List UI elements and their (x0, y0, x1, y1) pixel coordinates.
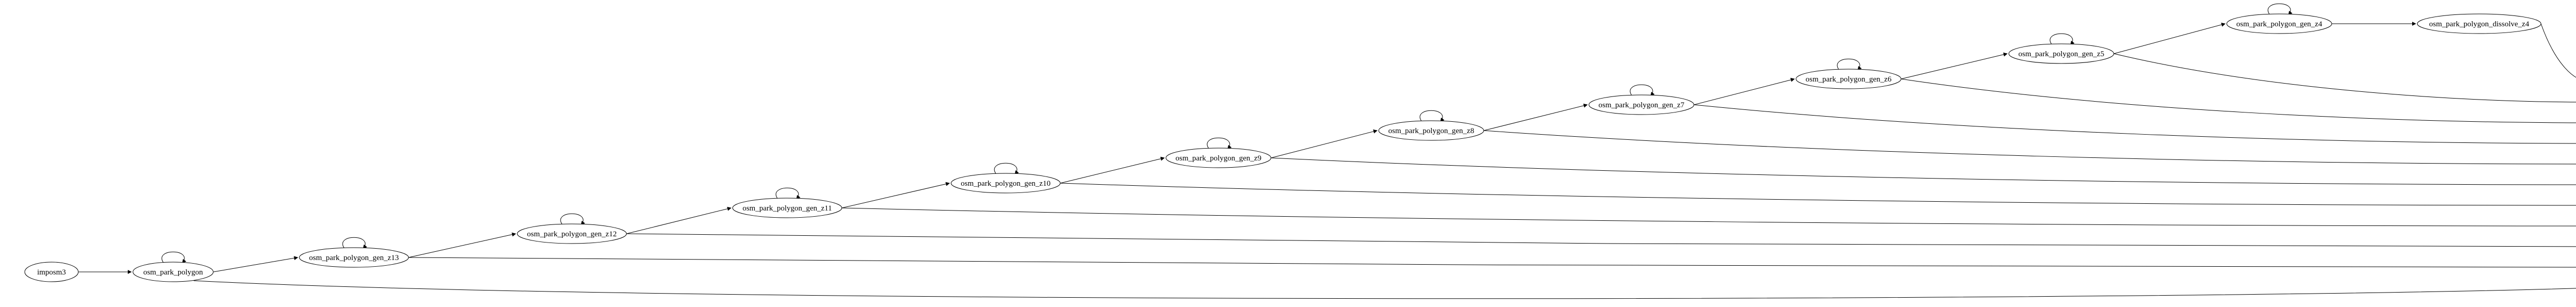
node-osm_park_polygon_gen_z7: osm_park_polygon_gen_z7 (1588, 84, 1694, 115)
edge-osm_park_polygon_gen_z12-to-osm_park_polygon_gen_z11 (626, 206, 732, 234)
node-ellipse-imposm3 (24, 262, 79, 282)
node-osm_park_polygon_gen_z12: osm_park_polygon_gen_z12 (517, 213, 627, 244)
self-loop-osm_park_polygon_gen_z9 (1207, 137, 1232, 150)
edge-osm_park_polygon-to-z14+ (193, 280, 2576, 299)
node-ellipse-osm_park_polygon_gen_z9 (1165, 148, 1272, 168)
node-label-osm_park_polygon_gen_z12: osm_park_polygon_gen_z12 (527, 230, 617, 238)
node-ellipse-osm_park_polygon_gen_z10 (951, 173, 1061, 193)
node-label-osm_park_polygon_gen_z9: osm_park_polygon_gen_z9 (1176, 154, 1262, 163)
node-label-osm_park_polygon_gen_z5: osm_park_polygon_gen_z5 (2019, 50, 2105, 58)
node-label-imposm3: imposm3 (37, 268, 66, 277)
node-label-osm_park_polygon_gen_z7: osm_park_polygon_gen_z7 (1599, 101, 1685, 109)
node-label-osm_park_polygon_gen_z8: osm_park_polygon_gen_z8 (1388, 127, 1475, 135)
edge-osm_park_polygon_gen_z6-to-z6 (1901, 78, 2576, 123)
node-label-osm_park_polygon: osm_park_polygon (143, 268, 203, 277)
self-loop-osm_park_polygon_gen_z8 (1419, 110, 1445, 122)
edge-osm_park_polygon_gen_z5-to-osm_park_polygon_gen_z4 (2113, 23, 2226, 54)
node-osm_park_polygon_gen_z11: osm_park_polygon_gen_z11 (732, 187, 842, 218)
self-loop-osm_park_polygon_gen_z5 (2049, 33, 2075, 45)
edge-osm_park_polygon_gen_z8-to-z8 (1483, 130, 2576, 165)
node-label-osm_park_polygon_gen_z6: osm_park_polygon_gen_z6 (1806, 75, 1892, 84)
node-osm_park_polygon_gen_z13: osm_park_polygon_gen_z13 (299, 237, 409, 268)
node-label-osm_park_polygon_gen_z11: osm_park_polygon_gen_z11 (742, 204, 832, 213)
edge-osm_park_polygon_gen_z13-to-z13 (408, 257, 2576, 268)
edge-osm_park_polygon_dissolve_z4-to-z4 (2540, 23, 2576, 78)
self-loop-osm_park_polygon_gen_z12 (560, 213, 585, 225)
edge-osm_park_polygon_gen_z8-to-osm_park_polygon_gen_z7 (1483, 103, 1588, 131)
edge-osm_park_polygon_gen_z7-to-osm_park_polygon_gen_z6 (1693, 77, 1795, 105)
self-loop-osm_park_polygon_gen_z7 (1630, 84, 1655, 96)
node-osm_park_polygon: osm_park_polygon (132, 251, 214, 282)
node-ellipse-osm_park_polygon_gen_z4 (2226, 13, 2332, 34)
self-loop-osm_park_polygon_gen_z4 (2267, 3, 2293, 15)
node-ellipse-osm_park_polygon_gen_z11 (732, 198, 842, 218)
node-ellipse-osm_park_polygon_gen_z6 (1795, 69, 1902, 89)
edge-osm_park_polygon_gen_z13-to-osm_park_polygon_gen_z12 (408, 232, 516, 258)
node-ellipse-osm_park_polygon_gen_z8 (1378, 120, 1484, 141)
node-osm_park_polygon_gen_z9: osm_park_polygon_gen_z9 (1165, 137, 1272, 168)
node-label-osm_park_polygon_dissolve_z4: osm_park_polygon_dissolve_z4 (2429, 20, 2530, 28)
edge-osm_park_polygon_gen_z10-to-osm_park_polygon_gen_z9 (1060, 156, 1165, 184)
edge-osm_park_polygon_gen_z6-to-osm_park_polygon_gen_z5 (1901, 52, 2008, 79)
node-label-osm_park_polygon_gen_z4: osm_park_polygon_gen_z4 (2236, 20, 2323, 28)
edge-osm_park_polygon_gen_z11-to-z11 (841, 207, 2576, 227)
self-loop-osm_park_polygon_gen_z10 (994, 163, 1019, 175)
node-osm_park_polygon_gen_z10: osm_park_polygon_gen_z10 (951, 163, 1061, 193)
node-ellipse-osm_park_polygon_dissolve_z4 (2417, 13, 2541, 34)
node-ellipse-osm_park_polygon_gen_z13 (299, 247, 409, 268)
node-label-osm_park_polygon_gen_z13: osm_park_polygon_gen_z13 (309, 254, 399, 262)
node-osm_park_polygon_gen_z8: osm_park_polygon_gen_z8 (1378, 110, 1484, 141)
node-imposm3: imposm3 (24, 262, 79, 282)
node-osm_park_polygon_gen_z4: osm_park_polygon_gen_z4 (2226, 3, 2332, 34)
self-loop-osm_park_polygon_gen_z6 (1837, 58, 1862, 71)
node-ellipse-osm_park_polygon_gen_z5 (2008, 43, 2114, 64)
edge-osm_park_polygon_gen_z9-to-osm_park_polygon_gen_z8 (1270, 129, 1378, 158)
edge-osm_park_polygon_gen_z12-to-z12 (626, 233, 2576, 247)
edge-osm_park_polygon_gen_z7-to-z7 (1693, 104, 2576, 144)
node-ellipse-osm_park_polygon (132, 262, 214, 282)
node-osm_park_polygon_gen_z6: osm_park_polygon_gen_z6 (1795, 58, 1902, 89)
node-ellipse-osm_park_polygon_gen_z12 (517, 223, 627, 244)
edge-osm_park_polygon-to-osm_park_polygon_gen_z13 (213, 256, 298, 272)
node-label-osm_park_polygon_gen_z10: osm_park_polygon_gen_z10 (961, 180, 1050, 188)
node-osm_park_polygon_gen_z5: osm_park_polygon_gen_z5 (2008, 33, 2114, 64)
node-ellipse-osm_park_polygon_gen_z7 (1588, 94, 1694, 115)
edge-osm_park_polygon_gen_z9-to-z9 (1270, 157, 2576, 185)
edge-osm_park_polygon_gen_z11-to-osm_park_polygon_gen_z10 (841, 182, 950, 208)
node-osm_park_polygon_dissolve_z4: osm_park_polygon_dissolve_z4 (2417, 13, 2541, 34)
self-loop-osm_park_polygon_gen_z13 (342, 237, 367, 249)
self-loop-osm_park_polygon (161, 251, 187, 264)
edge-osm_park_polygon_gen_z5-to-z5 (2113, 53, 2576, 103)
edge-osm_park_polygon_gen_z10-to-z10 (1060, 183, 2576, 206)
self-loop-osm_park_polygon_gen_z11 (775, 187, 801, 200)
